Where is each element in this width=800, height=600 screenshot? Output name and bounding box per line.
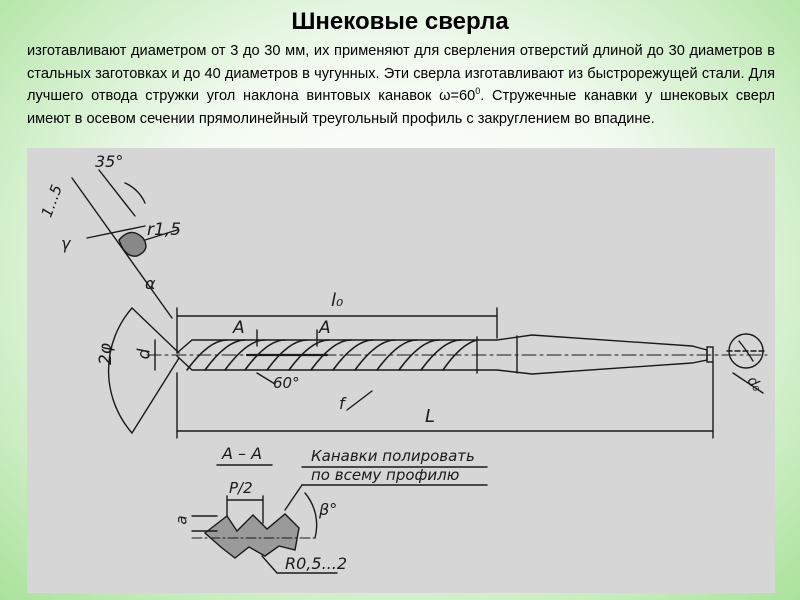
label-A-left: A xyxy=(233,318,245,338)
auger-drill-drawing: 35° 1...5 γ r1,5 α 2φ d A A l₀ 60° f L d… xyxy=(27,148,775,593)
label-polish-line-2: по всему профилю xyxy=(311,466,460,484)
spiral-grooves xyxy=(186,339,478,371)
tip-detail-profile xyxy=(118,231,147,257)
label-r05: R0,5...2 xyxy=(285,554,347,573)
label-a: a xyxy=(172,515,191,525)
label-polish-line-1: Канавки полировать xyxy=(311,447,475,465)
drawing-lines xyxy=(71,169,768,574)
slide-title: Шнековые сверла xyxy=(291,8,509,35)
label-section-aa: A – A xyxy=(222,444,263,463)
gamma-line xyxy=(86,225,146,239)
label-d: d xyxy=(134,348,155,360)
description-text-end: . Стружечные канавки у шнековых сверл им… xyxy=(27,88,775,127)
label-f: f xyxy=(339,394,345,413)
label-gamma: γ xyxy=(61,234,71,253)
description-superscript: 0 xyxy=(475,86,481,97)
label-p2: P/2 xyxy=(229,479,253,497)
description-paragraph: изготавливают диаметром от 3 до 30 мм, и… xyxy=(27,40,775,130)
angle-35-arc xyxy=(124,182,146,204)
groove-profile-section xyxy=(203,513,300,559)
label-angle-35: 35° xyxy=(95,152,124,171)
beta-arc xyxy=(304,492,318,539)
two-phi-arc xyxy=(107,307,133,434)
description-text: изготавливают диаметром от 3 до 30 мм, и… xyxy=(27,43,775,104)
tip-detail-line xyxy=(98,169,136,217)
label-A-right: A xyxy=(319,318,331,338)
label-angle-60: 60° xyxy=(273,374,300,392)
label-l0: l₀ xyxy=(331,290,344,311)
label-r15: r1,5 xyxy=(147,220,182,240)
label-two-phi: 2φ xyxy=(96,342,117,366)
label-L: L xyxy=(425,406,436,427)
label-alpha: α xyxy=(145,274,156,293)
label-beta: β° xyxy=(319,500,338,519)
